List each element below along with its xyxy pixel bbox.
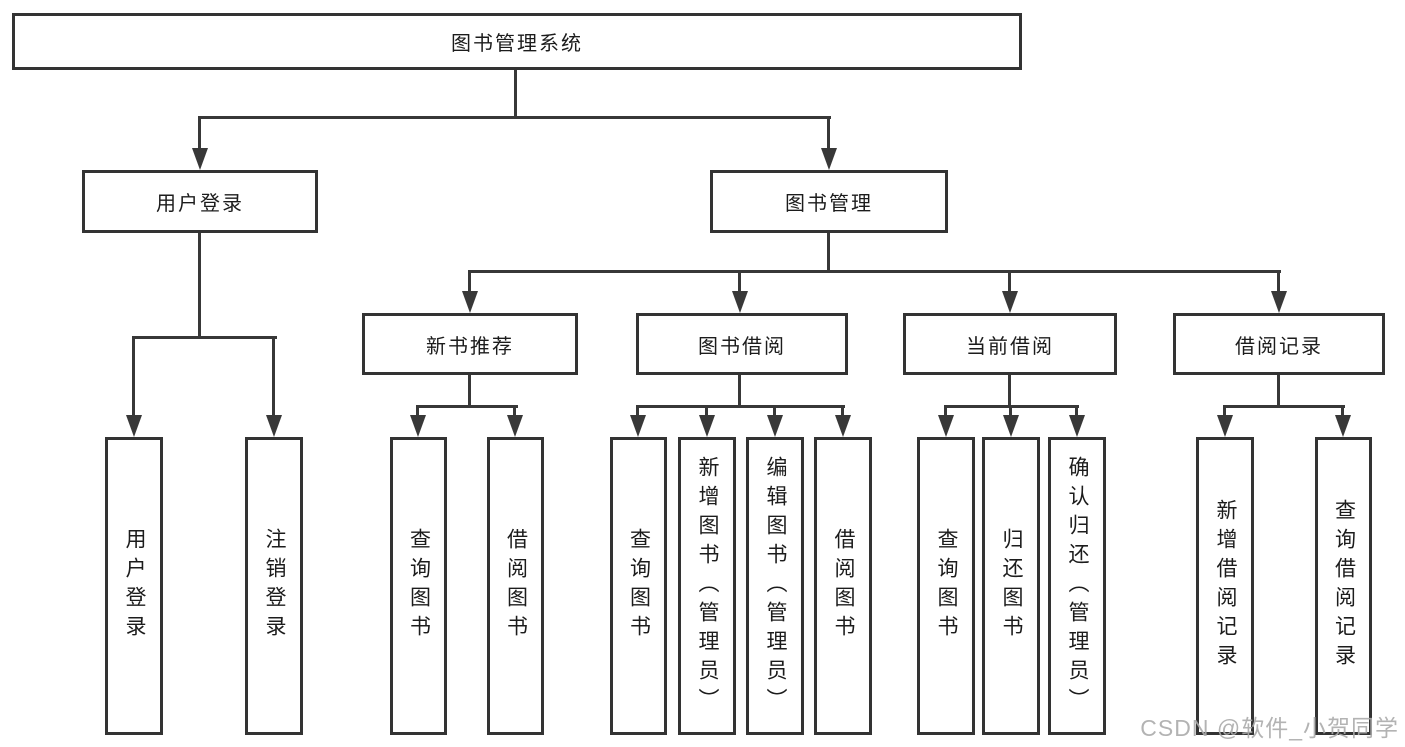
node-edit-book-admin-label: 编辑图书（管理员） xyxy=(764,455,787,717)
node-book-management: 图书管理 xyxy=(710,170,948,233)
connector-line xyxy=(841,405,844,421)
node-query-books-borrowing: 查询图书 xyxy=(610,437,667,735)
watermark: CSDN @软件_小贺同学 xyxy=(1140,715,1399,741)
node-root: 图书管理系统 xyxy=(12,13,1022,70)
connector-line xyxy=(636,405,639,421)
arrow-down-icon xyxy=(1335,415,1351,437)
connector-line xyxy=(198,233,201,338)
arrow-down-icon xyxy=(1003,415,1019,437)
connector-line xyxy=(1277,270,1280,296)
arrow-down-icon xyxy=(699,415,715,437)
arrow-down-icon xyxy=(821,148,837,170)
arrow-down-icon xyxy=(192,148,208,170)
node-borrow-book-recommend-label: 借阅图书 xyxy=(504,528,528,644)
node-book-borrowing-label: 图书借阅 xyxy=(698,335,786,358)
node-query-books-recommend: 查询图书 xyxy=(390,437,447,735)
node-new-book-recommend-label: 新书推荐 xyxy=(426,335,514,358)
connector-line xyxy=(513,405,516,421)
connector-line xyxy=(944,405,947,421)
connector-line xyxy=(272,336,275,420)
node-borrow-book-label: 借阅图书 xyxy=(832,528,855,644)
arrow-down-icon xyxy=(410,415,426,437)
connector-line xyxy=(636,405,845,408)
node-query-books-recommend-label: 查询图书 xyxy=(407,528,431,644)
connector-line xyxy=(132,336,277,339)
node-logout: 注销登录 xyxy=(245,437,303,735)
node-edit-book-admin: 编辑图书（管理员） xyxy=(746,437,804,735)
connector-line xyxy=(468,270,1281,273)
arrow-down-icon xyxy=(126,415,142,437)
arrow-down-icon xyxy=(1271,291,1287,313)
connector-line xyxy=(1223,405,1345,408)
node-add-borrow-record-label: 新增借阅记录 xyxy=(1214,499,1237,673)
connector-line xyxy=(468,270,471,296)
node-logout-label: 注销登录 xyxy=(263,528,286,644)
connector-line xyxy=(198,116,831,119)
arrow-down-icon xyxy=(1069,415,1085,437)
node-user-login-label: 用户登录 xyxy=(156,193,244,215)
node-add-book-admin-label: 新增图书（管理员） xyxy=(696,455,719,717)
arrow-down-icon xyxy=(835,415,851,437)
connector-line xyxy=(773,405,776,421)
arrow-down-icon xyxy=(630,415,646,437)
node-book-management-label: 图书管理 xyxy=(785,193,873,215)
node-borrowing-records: 借阅记录 xyxy=(1173,313,1385,375)
arrow-down-icon xyxy=(1002,291,1018,313)
node-query-borrow-record-label: 查询借阅记录 xyxy=(1332,499,1356,673)
node-add-borrow-record: 新增借阅记录 xyxy=(1196,437,1254,735)
node-user-login-leaf: 用户登录 xyxy=(105,437,163,735)
connector-line xyxy=(468,375,471,408)
node-borrow-book: 借阅图书 xyxy=(814,437,872,735)
node-return-book-label: 归还图书 xyxy=(1000,528,1023,644)
arrow-down-icon xyxy=(462,291,478,313)
node-root-label: 图书管理系统 xyxy=(451,33,583,55)
connector-line xyxy=(738,270,741,296)
node-current-borrowing: 当前借阅 xyxy=(903,313,1117,375)
node-user-login-leaf-label: 用户登录 xyxy=(123,528,146,644)
arrow-down-icon xyxy=(266,415,282,437)
connector-line xyxy=(705,405,708,421)
node-borrowing-records-label: 借阅记录 xyxy=(1235,335,1323,358)
connector-line xyxy=(827,233,830,272)
connector-line xyxy=(416,405,518,408)
arrow-down-icon xyxy=(938,415,954,437)
connector-line xyxy=(1008,270,1011,296)
node-query-books-current-label: 查询图书 xyxy=(935,528,958,644)
connector-line xyxy=(132,336,135,420)
node-new-book-recommend: 新书推荐 xyxy=(362,313,578,375)
connector-line xyxy=(416,405,419,421)
node-confirm-return-admin: 确认归还（管理员） xyxy=(1048,437,1106,735)
connector-line xyxy=(1009,405,1012,421)
arrow-down-icon xyxy=(767,415,783,437)
connector-line xyxy=(1008,375,1011,408)
connector-line xyxy=(514,70,517,119)
node-add-book-admin: 新增图书（管理员） xyxy=(678,437,736,735)
node-borrow-book-recommend: 借阅图书 xyxy=(487,437,544,735)
node-query-books-borrowing-label: 查询图书 xyxy=(627,528,651,644)
connector-line xyxy=(1075,405,1078,421)
node-current-borrowing-label: 当前借阅 xyxy=(966,335,1054,358)
connector-line xyxy=(1277,375,1280,408)
node-return-book: 归还图书 xyxy=(982,437,1040,735)
node-confirm-return-admin-label: 确认归还（管理员） xyxy=(1066,455,1089,717)
connector-line xyxy=(827,116,830,152)
arrow-down-icon xyxy=(1217,415,1233,437)
connector-line xyxy=(1341,405,1344,421)
node-book-borrowing: 图书借阅 xyxy=(636,313,848,375)
arrow-down-icon xyxy=(732,291,748,313)
connector-line xyxy=(198,116,201,152)
node-query-books-current: 查询图书 xyxy=(917,437,975,735)
connector-line xyxy=(738,375,741,408)
arrow-down-icon xyxy=(507,415,523,437)
node-user-login: 用户登录 xyxy=(82,170,318,233)
connector-line xyxy=(1223,405,1226,421)
node-query-borrow-record: 查询借阅记录 xyxy=(1315,437,1372,735)
